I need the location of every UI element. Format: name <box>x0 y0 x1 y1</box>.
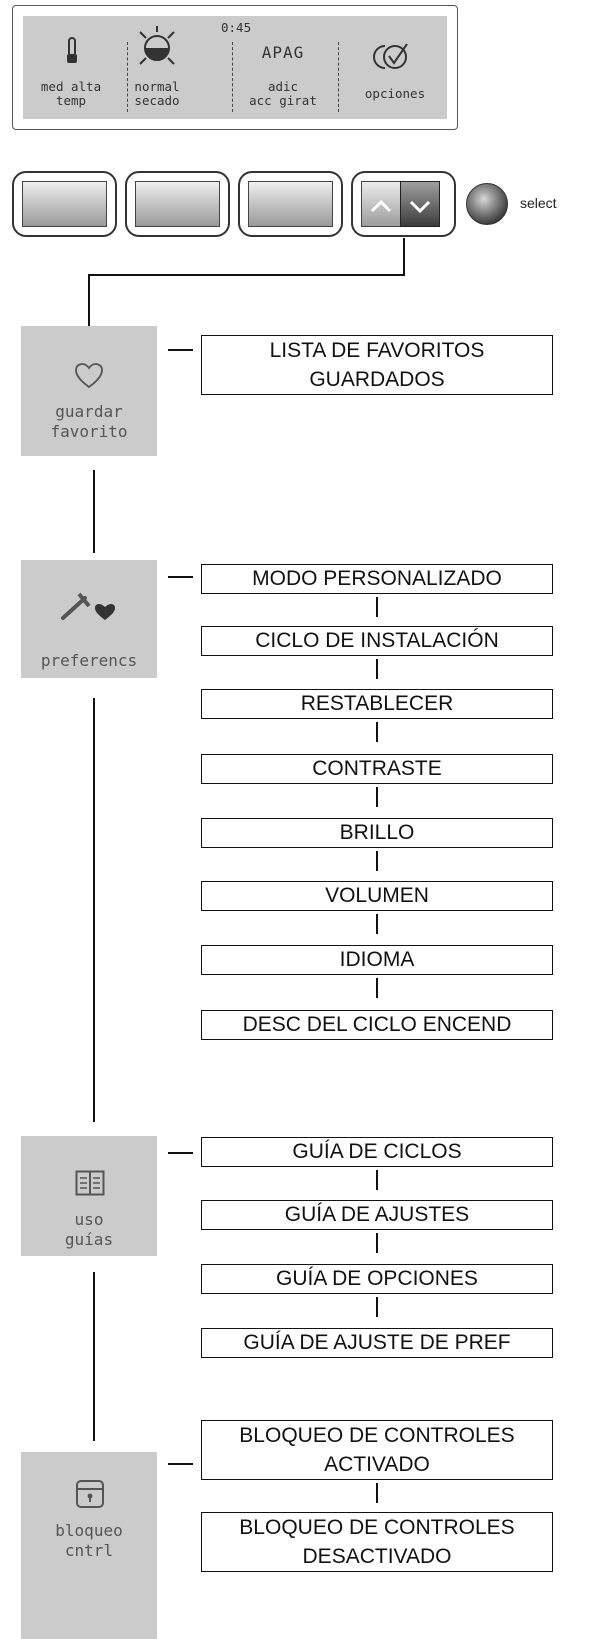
category-favorites[interactable]: guardar favorito <box>21 326 157 456</box>
branch-line <box>168 1152 193 1154</box>
control-button-2[interactable] <box>125 171 230 237</box>
category-guides-line2: guías <box>64 1230 114 1249</box>
menu-connector <box>376 787 378 807</box>
menu-item-line2: ACTIVADO <box>324 1453 430 1476</box>
category-preferences-label: preferencs <box>40 651 138 670</box>
category-control-lock-label: bloqueo cntrl <box>21 1521 157 1561</box>
connector-line <box>403 238 405 275</box>
control-button-3[interactable] <box>238 171 343 237</box>
menu-item-favorites-list[interactable]: LISTA DE FAVORITOS GUARDADOS <box>201 335 553 395</box>
menu-connector <box>376 914 378 934</box>
lcd-spin-label: adic acc girat <box>233 80 333 108</box>
menu-connector <box>376 1233 378 1253</box>
lcd-dry-label: normal secado <box>107 80 207 108</box>
menu-item-language[interactable]: IDIOMA <box>201 945 553 975</box>
lcd-temp-line1: med alta <box>40 79 102 94</box>
book-icon <box>75 1170 105 1196</box>
menu-item-lock-off[interactable]: BLOQUEO DE CONTROLES DESACTIVADO <box>201 1512 553 1572</box>
lcd-status: APAG <box>261 43 305 62</box>
lcd-divider <box>338 42 339 112</box>
menu-item-reset[interactable]: RESTABLECER <box>201 689 553 719</box>
category-guides[interactable]: uso guías <box>21 1136 157 1256</box>
heart-outline-icon <box>75 363 103 389</box>
arrow-button[interactable] <box>351 171 456 237</box>
menu-item-cycle-guide[interactable]: GUÍA DE CICLOS <box>201 1137 553 1167</box>
chevron-up-icon <box>370 199 392 213</box>
category-favorites-line2: favorito <box>50 422 128 441</box>
lcd-time: 0:45 <box>221 20 252 35</box>
connector-line <box>93 470 95 553</box>
menu-item-lock-on[interactable]: BLOQUEO DE CONTROLES ACTIVADO <box>201 1420 553 1480</box>
menu-item-brightness[interactable]: BRILLO <box>201 818 553 848</box>
menu-connector <box>376 851 378 871</box>
connector-line <box>93 1272 95 1441</box>
menu-item-settings-guide[interactable]: GUÍA DE AJUSTES <box>201 1200 553 1230</box>
lcd-spin-line2: acc girat <box>249 93 317 108</box>
branch-line <box>168 1463 193 1465</box>
lcd-divider <box>127 42 128 112</box>
menu-item-contrast[interactable]: CONTRASTE <box>201 754 553 784</box>
up-arrow-button[interactable] <box>361 181 401 227</box>
menu-connector <box>376 1170 378 1190</box>
menu-connector <box>376 1297 378 1317</box>
category-preferences[interactable]: preferencs <box>21 560 157 678</box>
lcd-dry-line1: normal <box>134 79 180 94</box>
menu-item-volume[interactable]: VOLUMEN <box>201 881 553 911</box>
connector-line <box>88 274 405 276</box>
menu-item-line2: DESACTIVADO <box>302 1545 452 1568</box>
menu-item-line1: BLOQUEO DE CONTROLES <box>239 1424 515 1447</box>
lcd-screen: 0:45 med alta temp normal secado APAG ad… <box>23 16 447 119</box>
menu-item-install-cycle[interactable]: CICLO DE INSTALACIÓN <box>201 626 553 656</box>
menu-item-line1: LISTA DE FAVORITOS <box>269 339 485 362</box>
category-guides-line1: uso <box>74 1210 104 1229</box>
branch-line <box>168 349 193 351</box>
category-guides-label: uso guías <box>21 1210 157 1250</box>
menu-item-line1: BLOQUEO DE CONTROLES <box>239 1516 515 1539</box>
category-lock-line2: cntrl <box>64 1541 114 1560</box>
sun-half-icon <box>139 26 175 65</box>
menu-item-pref-guide[interactable]: GUÍA DE AJUSTE DE PREF <box>201 1328 553 1358</box>
branch-line <box>168 576 193 578</box>
menu-connector <box>376 1483 378 1503</box>
menu-item-line2: GUARDADOS <box>309 368 445 391</box>
lcd-options-label: opciones <box>364 86 426 101</box>
menu-connector <box>376 597 378 617</box>
category-favorites-label: guardar favorito <box>21 402 157 442</box>
menu-item-options-guide[interactable]: GUÍA DE OPCIONES <box>201 1264 553 1294</box>
connector-line <box>88 274 90 326</box>
chevron-down-icon <box>409 200 431 214</box>
double-check-icon <box>373 43 408 69</box>
category-lock-line1: bloqueo <box>55 1521 123 1540</box>
menu-item-cycle-power-off[interactable]: DESC DEL CICLO ENCEND <box>201 1010 553 1040</box>
lock-icon <box>76 1480 104 1508</box>
control-button-1[interactable] <box>12 171 117 237</box>
menu-connector <box>376 722 378 742</box>
wrench-heart-icon <box>61 592 115 620</box>
lcd-dry-line2: secado <box>134 93 180 108</box>
lcd-spin-line1: adic <box>267 79 299 94</box>
lcd-divider <box>232 42 233 112</box>
menu-connector <box>376 659 378 679</box>
select-knob[interactable] <box>466 183 508 225</box>
thermometer-icon <box>67 37 77 63</box>
select-label: select <box>520 195 557 211</box>
menu-connector <box>376 978 378 998</box>
menu-item-custom-mode[interactable]: MODO PERSONALIZADO <box>201 564 553 594</box>
connector-line <box>93 698 95 1122</box>
category-control-lock[interactable]: bloqueo cntrl <box>21 1452 157 1639</box>
lcd-temp-line2: temp <box>55 93 87 108</box>
down-arrow-button[interactable] <box>400 181 440 227</box>
lcd-temp-label: med alta temp <box>21 80 121 108</box>
category-favorites-line1: guardar <box>55 402 123 421</box>
